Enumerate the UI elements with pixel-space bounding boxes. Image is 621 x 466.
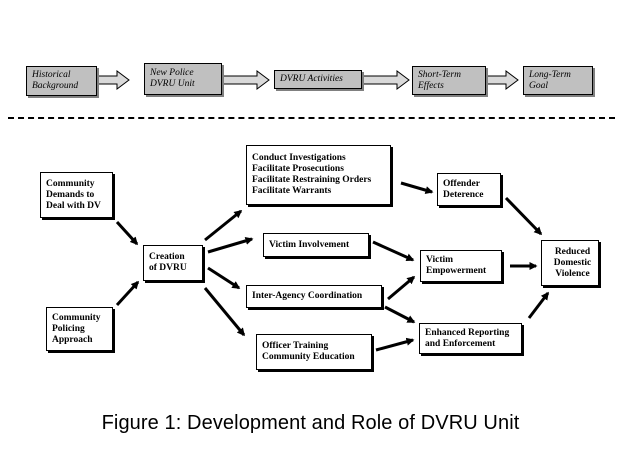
node-offender-deterrence: Offender Deterence bbox=[437, 173, 501, 206]
arrow-demands-to-creation bbox=[115, 220, 139, 246]
arrow-officer-training-to-reporting bbox=[375, 337, 415, 352]
node-label: Enhanced Reporting and Enforcement bbox=[425, 327, 510, 349]
header-arrow-1 bbox=[96, 70, 130, 90]
dashed-divider bbox=[8, 117, 615, 119]
node-label: Community Policing Approach bbox=[52, 312, 101, 345]
figure-caption: Figure 1: Development and Role of DVRU U… bbox=[101, 412, 520, 434]
arrow-creation-to-inter-agency bbox=[207, 266, 241, 290]
node-label: Reduced Domestic Violence bbox=[553, 246, 592, 279]
header-arrows bbox=[96, 70, 519, 90]
node-reduced-domestic-violence: Reduced Domestic Violence bbox=[541, 240, 599, 286]
node-officer-training: Officer Training Community Education bbox=[256, 334, 372, 370]
stage-new-police-dvru-unit: New Police DVRU Unit bbox=[144, 63, 222, 95]
arrow-inter-agency-to-empowerment bbox=[387, 275, 416, 301]
stage-long-term-goal: Long-Term Goal bbox=[523, 66, 593, 95]
node-label: Community Demands to Deal with DV bbox=[46, 178, 101, 211]
stage-label: Long-Term Goal bbox=[529, 69, 571, 91]
node-label: Victim Empowerment bbox=[426, 255, 487, 276]
arrow-creation-to-conduct bbox=[204, 209, 243, 242]
arrow-policing-to-creation bbox=[115, 280, 140, 307]
node-conduct-investigations: Conduct Investigations Facilitate Prosec… bbox=[246, 145, 391, 205]
arrow-reporting-to-reduced bbox=[527, 291, 550, 319]
node-community-policing: Community Policing Approach bbox=[46, 307, 113, 351]
arrow-deterrence-to-reduced bbox=[504, 196, 543, 236]
node-label: Conduct Investigations Facilitate Prosec… bbox=[252, 153, 372, 196]
arrow-creation-to-officer-training bbox=[203, 287, 246, 337]
stage-label: DVRU Activities bbox=[280, 74, 343, 84]
node-label: Creation of DVRU bbox=[149, 252, 187, 273]
node-label: Victim Involvement bbox=[269, 239, 350, 250]
node-creation-of-dvru: Creation of DVRU bbox=[143, 245, 203, 281]
arrow-inter-agency-to-reporting bbox=[384, 305, 416, 324]
node-enhanced-reporting: Enhanced Reporting and Enforcement bbox=[419, 323, 522, 354]
node-inter-agency-coordination: Inter-Agency Coordination bbox=[246, 285, 382, 308]
header-arrow-4 bbox=[485, 70, 519, 90]
stage-label: Short-Term Effects bbox=[418, 69, 461, 91]
header-arrow-2 bbox=[221, 70, 270, 90]
arrow-victim-involvement-to-empowerment bbox=[372, 240, 415, 262]
node-label: Offender Deterence bbox=[443, 178, 484, 200]
arrow-conduct-to-deterrence bbox=[400, 181, 434, 195]
stage-dvru-activities: DVRU Activities bbox=[274, 70, 362, 89]
node-label: Inter-Agency Coordination bbox=[252, 291, 363, 301]
node-victim-involvement: Victim Involvement bbox=[263, 233, 369, 257]
node-victim-empowerment: Victim Empowerment bbox=[420, 250, 502, 282]
stage-short-term-effects: Short-Term Effects bbox=[412, 66, 486, 95]
arrow-creation-to-victim-involvement bbox=[207, 237, 254, 254]
stage-label: New Police DVRU Unit bbox=[150, 68, 195, 89]
stage-historical-background: Historical Background bbox=[26, 66, 97, 96]
stage-label: Historical Background bbox=[32, 70, 79, 91]
header-arrow-3 bbox=[361, 70, 410, 90]
node-community-demands: Community Demands to Deal with DV bbox=[40, 172, 113, 218]
node-label: Officer Training Community Education bbox=[262, 341, 355, 362]
